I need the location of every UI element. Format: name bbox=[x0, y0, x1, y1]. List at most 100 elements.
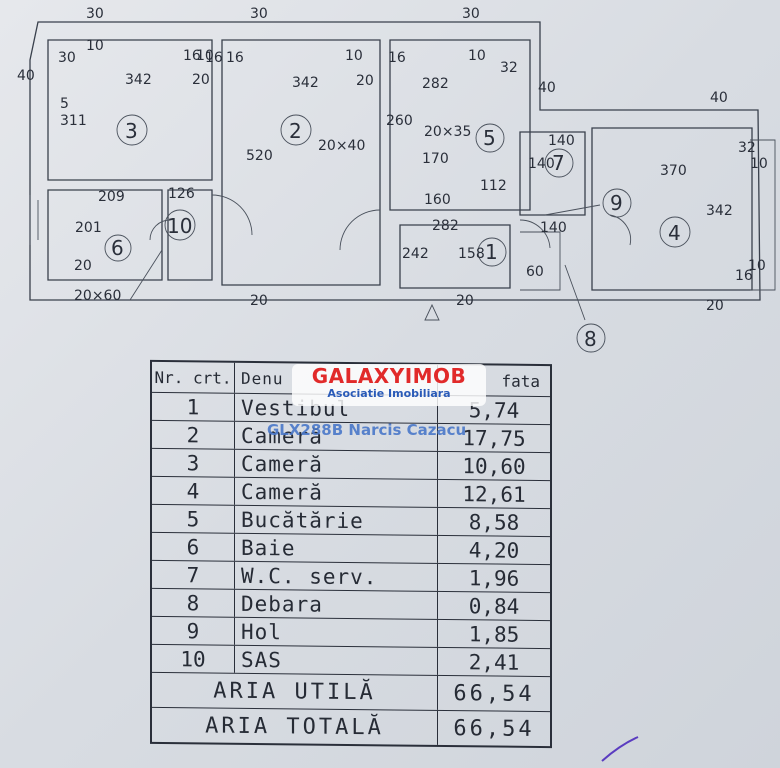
room4-callout bbox=[659, 216, 691, 248]
table-row: 9 Hol 1,85 bbox=[152, 616, 550, 650]
room10-callout bbox=[164, 209, 196, 241]
room-number: 6 bbox=[111, 236, 124, 260]
dim-label: 201 bbox=[75, 220, 102, 236]
dim-label: 342 bbox=[292, 75, 319, 91]
dim-label: 170 bbox=[422, 151, 449, 167]
row-area: 10,60 bbox=[462, 453, 526, 479]
dim-label: 520 bbox=[246, 148, 273, 164]
dim-label: 140 bbox=[540, 220, 567, 236]
room-number: 8 bbox=[584, 327, 597, 351]
dim-label: 209 bbox=[98, 189, 125, 205]
room-number: 1 bbox=[485, 240, 498, 264]
north-marker bbox=[424, 303, 440, 321]
dim-label: 282 bbox=[432, 218, 459, 234]
dim-label: 158 bbox=[458, 246, 485, 262]
dim-label: 342 bbox=[706, 203, 733, 219]
watermark-code: GLX288B Narcis Cazacu bbox=[267, 421, 467, 439]
dim-label: 30 bbox=[250, 6, 268, 22]
room3-callout bbox=[116, 114, 148, 146]
watermark-badge: GALAXYIMOB Asociatie Imobiliara bbox=[292, 364, 486, 406]
row-nr: 7 bbox=[152, 560, 235, 589]
table-row: 5 Bucătărie 8,58 bbox=[152, 504, 550, 538]
dim-label: 16 bbox=[226, 50, 244, 66]
dim-label: 10 bbox=[345, 48, 363, 64]
dim-label: 40 bbox=[710, 90, 728, 106]
dim-label: 10 bbox=[748, 258, 766, 274]
dim-label: 20×35 bbox=[424, 124, 471, 140]
room-number: 5 bbox=[483, 126, 496, 150]
row-name: Bucătărie bbox=[235, 505, 438, 535]
dim-label: 5 bbox=[60, 96, 69, 112]
dim-label: 20×40 bbox=[318, 138, 365, 154]
dim-label: 16 bbox=[183, 48, 201, 64]
dim-label: 30 bbox=[462, 6, 480, 22]
room9-callout bbox=[602, 188, 632, 218]
header-nr: Nr. crt. bbox=[152, 361, 235, 393]
area-table: Nr. crt. Denu fata 1 Vestibul 5,74 2 Cam… bbox=[150, 359, 552, 749]
row-nr: 9 bbox=[152, 616, 235, 645]
total-label: ARIA UTILĂ bbox=[152, 672, 438, 710]
watermark-brand: GALAXYIMOB bbox=[311, 364, 467, 388]
dim-label: 160 bbox=[424, 192, 451, 208]
table-row: 3 Cameră 10,60 bbox=[152, 448, 550, 482]
total-value: 66,54 bbox=[453, 680, 535, 707]
table-row: 4 Cameră 12,61 bbox=[152, 476, 550, 510]
row-area: 1,85 bbox=[468, 621, 520, 647]
row-nr: 3 bbox=[152, 448, 235, 477]
total-row-totala: ARIA TOTALĂ 66,54 bbox=[152, 707, 550, 746]
dim-label: 282 bbox=[422, 76, 449, 92]
dim-label: 10 bbox=[196, 48, 214, 64]
dim-label: 30 bbox=[58, 50, 76, 66]
room-number: 10 bbox=[167, 214, 192, 238]
dim-label: 16 bbox=[735, 268, 753, 284]
row-nr: 2 bbox=[152, 420, 235, 449]
dim-label: 30 bbox=[86, 6, 104, 22]
dim-label: 40 bbox=[17, 68, 35, 84]
dim-label: 60 bbox=[526, 264, 544, 280]
watermark-subtitle: Asociatie Imobiliara bbox=[327, 387, 451, 400]
row-nr: 5 bbox=[152, 504, 235, 533]
room8-callout bbox=[576, 323, 606, 353]
room-number: 4 bbox=[668, 221, 681, 245]
dim-label: 20×60 bbox=[74, 288, 121, 304]
row-area: 2,41 bbox=[468, 649, 520, 675]
row-nr: 8 bbox=[152, 588, 235, 617]
row-name: Cameră bbox=[235, 449, 438, 479]
dim-label: 10 bbox=[750, 156, 768, 172]
table-row: 10 SAS 2,41 bbox=[152, 644, 550, 678]
floor-plan: 30 10 30 16 10 16 20 342 40 311 5 30 16 … bbox=[17, 6, 776, 353]
row-name: W.C. serv. bbox=[235, 561, 438, 591]
dim-label: 370 bbox=[660, 163, 687, 179]
room-number: 7 bbox=[552, 151, 565, 175]
row-name: Cameră bbox=[235, 477, 438, 507]
dim-label: 112 bbox=[480, 178, 507, 194]
row-name: Baie bbox=[235, 533, 438, 563]
row-area: 0,84 bbox=[468, 593, 520, 619]
room5-callout bbox=[475, 123, 505, 153]
row-name: SAS bbox=[235, 645, 438, 675]
dim-label: 10 bbox=[468, 48, 486, 64]
row-area: 12,61 bbox=[462, 481, 526, 507]
dim-label: 20 bbox=[356, 73, 374, 89]
dim-label: 20 bbox=[250, 293, 268, 309]
dim-label: 40 bbox=[538, 80, 556, 96]
dim-label: 140 bbox=[528, 156, 555, 172]
dim-label: 242 bbox=[402, 246, 429, 262]
plan-room-numbers: 1 2 3 4 5 6 7 8 9 10 bbox=[111, 119, 681, 351]
row-nr: 4 bbox=[152, 476, 235, 505]
table-row: 7 W.C. serv. 1,96 bbox=[152, 560, 550, 594]
room-number: 3 bbox=[125, 119, 138, 143]
pen-mark bbox=[601, 736, 639, 762]
row-name: Debara bbox=[235, 589, 438, 619]
plan-walls bbox=[29, 21, 776, 353]
dim-label: 140 bbox=[548, 133, 575, 149]
room-number: 2 bbox=[289, 119, 302, 143]
dim-label: 10 bbox=[86, 38, 104, 54]
dim-label: 20 bbox=[456, 293, 474, 309]
total-row-utila: ARIA UTILĂ 66,54 bbox=[152, 672, 550, 713]
total-label: ARIA TOTALĂ bbox=[152, 707, 438, 745]
dim-label: 32 bbox=[500, 60, 518, 76]
row-name: Hol bbox=[235, 617, 438, 647]
dim-label: 16 bbox=[388, 50, 406, 66]
